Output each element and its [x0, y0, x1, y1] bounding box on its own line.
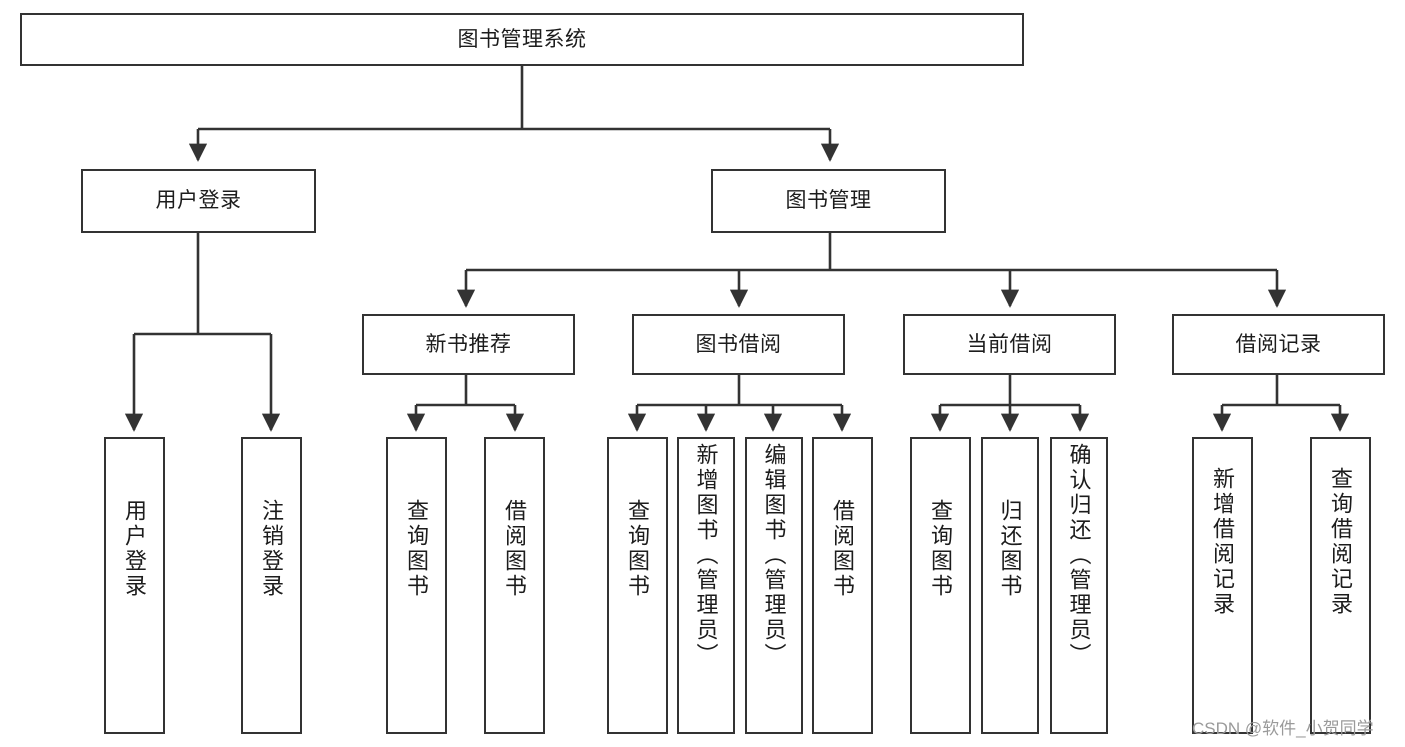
node-leaf-logout-label: 注销登录 — [259, 499, 285, 599]
node-current-borrow[interactable]: 当前借阅 — [903, 314, 1116, 375]
node-leaf-borrow-book-2[interactable]: 借阅图书 — [812, 437, 873, 734]
csdn-watermark: CSDN @软件_小贺同学 — [1192, 719, 1374, 738]
node-borrow-record-label: 借阅记录 — [1235, 332, 1322, 356]
node-leaf-query-book-3[interactable]: 查询图书 — [910, 437, 971, 734]
node-book-management[interactable]: 图书管理 — [711, 169, 946, 233]
node-leaf-logout[interactable]: 注销登录 — [241, 437, 302, 734]
node-leaf-borrow-book-2-label: 借阅图书 — [830, 499, 856, 599]
node-leaf-add-book-label: 新增图书（管理员） — [693, 443, 719, 668]
node-root-label: 图书管理系统 — [457, 27, 587, 51]
node-user-login-label: 用户登录 — [155, 189, 242, 213]
node-leaf-query-record[interactable]: 查询借阅记录 — [1310, 437, 1371, 734]
node-borrow-record[interactable]: 借阅记录 — [1172, 314, 1385, 375]
node-leaf-confirm-return[interactable]: 确认归还（管理员） — [1050, 437, 1108, 734]
node-leaf-borrow-book-1-label: 借阅图书 — [502, 499, 528, 599]
node-leaf-borrow-book-1[interactable]: 借阅图书 — [484, 437, 545, 734]
node-leaf-query-record-label: 查询借阅记录 — [1328, 467, 1354, 617]
node-leaf-confirm-return-label: 确认归还（管理员） — [1066, 443, 1092, 668]
node-leaf-add-record[interactable]: 新增借阅记录 — [1192, 437, 1253, 734]
node-book-borrow[interactable]: 图书借阅 — [632, 314, 845, 375]
node-leaf-query-book-3-label: 查询图书 — [928, 499, 954, 599]
node-leaf-edit-book[interactable]: 编辑图书（管理员） — [745, 437, 803, 734]
node-leaf-user-login-label: 用户登录 — [122, 499, 148, 599]
node-leaf-add-book[interactable]: 新增图书（管理员） — [677, 437, 735, 734]
node-leaf-query-book-2-label: 查询图书 — [625, 499, 651, 599]
node-user-login[interactable]: 用户登录 — [81, 169, 316, 233]
node-leaf-user-login[interactable]: 用户登录 — [104, 437, 165, 734]
node-leaf-return-book[interactable]: 归还图书 — [981, 437, 1039, 734]
node-leaf-query-book-1-label: 查询图书 — [404, 499, 430, 599]
node-leaf-return-book-label: 归还图书 — [997, 499, 1023, 599]
node-book-management-label: 图书管理 — [785, 189, 872, 213]
node-new-book-recommend-label: 新书推荐 — [425, 332, 512, 356]
node-book-borrow-label: 图书借阅 — [695, 332, 782, 356]
node-root[interactable]: 图书管理系统 — [20, 13, 1024, 66]
node-leaf-edit-book-label: 编辑图书（管理员） — [761, 443, 787, 668]
node-new-book-recommend[interactable]: 新书推荐 — [362, 314, 575, 375]
node-leaf-add-record-label: 新增借阅记录 — [1210, 467, 1236, 617]
node-current-borrow-label: 当前借阅 — [966, 332, 1053, 356]
node-leaf-query-book-1[interactable]: 查询图书 — [386, 437, 447, 734]
node-leaf-query-book-2[interactable]: 查询图书 — [607, 437, 668, 734]
